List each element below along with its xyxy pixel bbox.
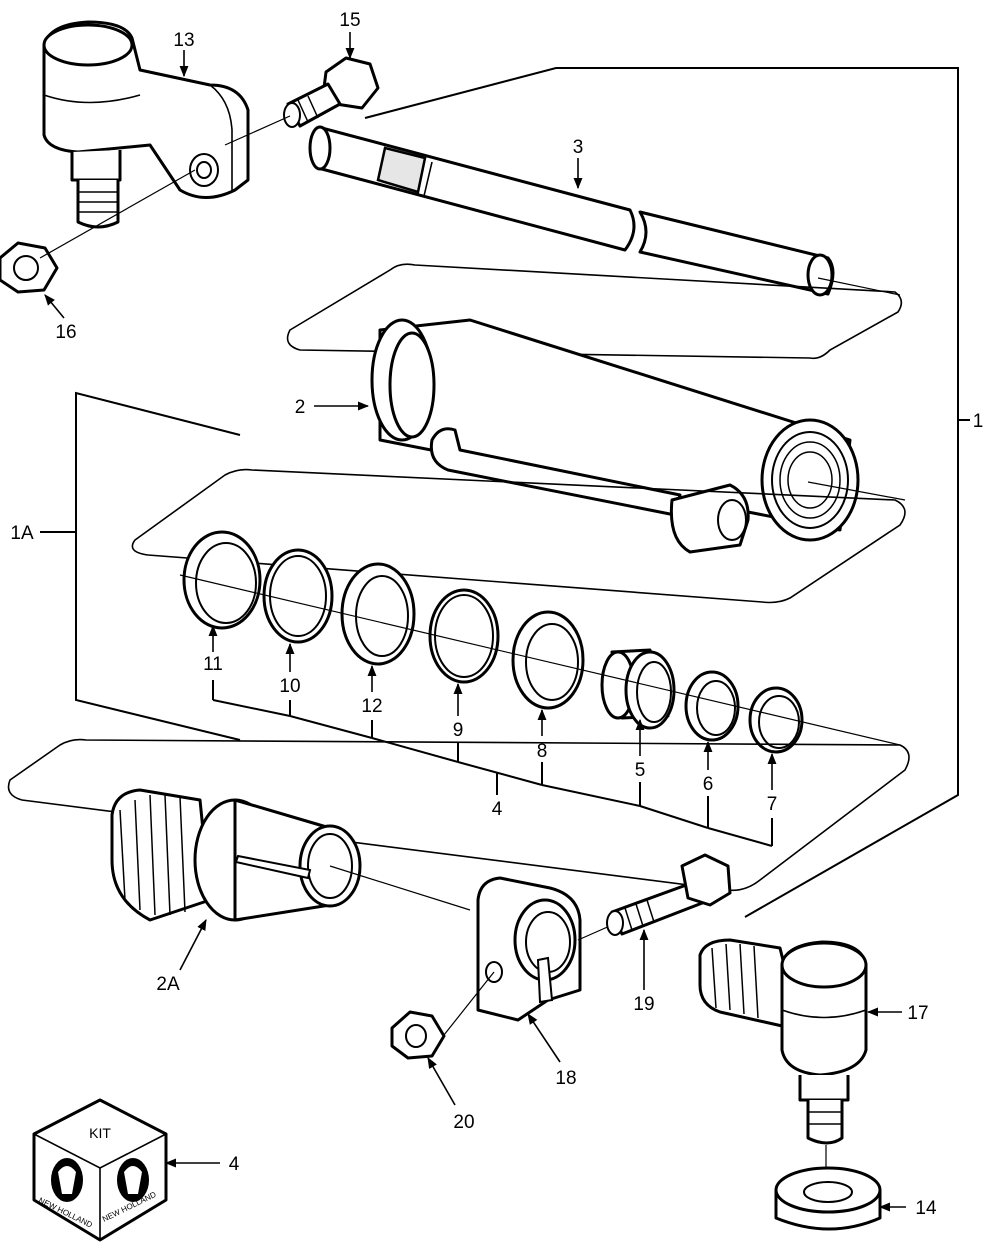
callout-1: 1	[973, 411, 984, 432]
callout-15: 15	[339, 10, 360, 31]
callout-2: 2	[295, 397, 306, 418]
callout-12: 12	[361, 696, 382, 717]
callout-8: 8	[537, 741, 548, 762]
ring-9	[428, 588, 500, 684]
nut-20	[390, 1010, 446, 1060]
callout-6: 6	[703, 774, 714, 795]
callout-17: 17	[907, 1003, 928, 1024]
seal-axis	[179, 574, 901, 746]
nut-16	[0, 169, 196, 294]
callout-4-kit: 4	[229, 1154, 240, 1175]
callout-1A: 1A	[10, 523, 34, 544]
seal-11	[182, 530, 262, 630]
callout-3: 3	[573, 137, 584, 158]
seal-platform	[131, 468, 906, 604]
callout-9: 9	[453, 720, 464, 741]
ring-12	[340, 562, 416, 666]
subassembly-bracket-1A	[40, 391, 241, 741]
callout-20: 20	[453, 1112, 474, 1133]
ring-6	[684, 670, 740, 742]
callout-19: 19	[633, 994, 654, 1015]
new-holland-logo-left	[51, 1158, 83, 1202]
cylinder-barrel-2	[286, 263, 906, 554]
tie-rod-end-17	[698, 938, 868, 1175]
gland-platform	[7, 738, 910, 892]
kit-label: KIT	[89, 1125, 111, 1141]
kit-box: KIT NEW HOLLAND NEW HOLLAND	[32, 1098, 168, 1242]
leaders	[44, 32, 906, 1212]
washer-14	[774, 1166, 882, 1231]
tie-rod-end-13	[42, 20, 250, 229]
seal-group-bracket-4	[212, 680, 773, 847]
callout-7: 7	[767, 794, 778, 815]
callout-2A: 2A	[156, 974, 180, 995]
ring-8	[511, 610, 585, 710]
piston-rod-3	[308, 125, 901, 297]
callout-16: 16	[55, 322, 76, 343]
assembly-bracket-1	[364, 67, 970, 918]
callout-13: 13	[173, 30, 194, 51]
callout-18: 18	[555, 1068, 576, 1089]
callout-11: 11	[203, 654, 223, 675]
callout-10: 10	[279, 676, 300, 697]
bolt-19	[606, 853, 732, 936]
callout-labels: 15 13 3 16 2 1 1A 11 10 12 9 8 5 6 7 4 2…	[10, 10, 983, 1219]
callout-4-seals: 4	[492, 799, 503, 820]
new-holland-logo-right	[117, 1158, 149, 1202]
ring-10	[262, 548, 334, 644]
clevis-18	[439, 876, 613, 1041]
ring-7	[748, 686, 804, 754]
bolt-15	[224, 56, 380, 146]
callout-14: 14	[915, 1198, 937, 1219]
callout-5: 5	[635, 760, 646, 781]
gland-2A	[110, 788, 471, 922]
